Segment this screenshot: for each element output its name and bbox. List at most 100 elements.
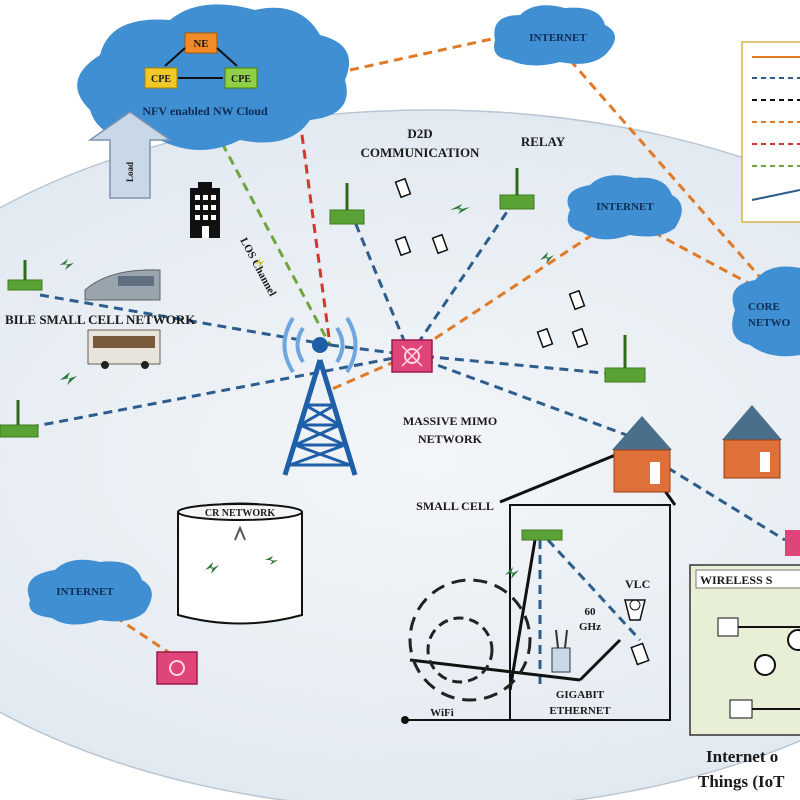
building-icon	[190, 182, 220, 238]
link-left-hub	[14, 353, 411, 432]
wifi-range-inner	[426, 616, 494, 684]
relay-label: RELAY	[521, 134, 566, 149]
phone-icon	[571, 327, 589, 349]
link-smallcell-vlc	[546, 538, 642, 642]
massive-mimo-label: MASSIVE MIMO	[403, 414, 497, 428]
nfv-arrow	[216, 47, 238, 67]
lightning-icon	[60, 372, 77, 385]
link-house-right	[654, 458, 786, 542]
link-d2d-hub	[348, 209, 412, 356]
lightning-icon	[60, 259, 74, 270]
small-cell-tower-icon	[7, 260, 43, 291]
nfv-box-cpe-left	[144, 67, 178, 89]
upload-arrow-label: Load	[125, 162, 135, 182]
wireless-bolts	[60, 204, 554, 579]
sensor-device-icon	[717, 617, 739, 637]
lightning-icon	[205, 562, 219, 574]
cr-antenna-icon	[234, 525, 246, 541]
sensor-gauge-icon	[787, 629, 800, 651]
lightning-icon	[505, 567, 519, 579]
nfv-box-cpe-right	[224, 67, 258, 89]
small-cell-tower-icon	[604, 335, 646, 383]
upload-arrow: Load	[87, 111, 173, 199]
link-relay-hub	[408, 199, 517, 356]
gigabit-label: GIGABIT	[556, 689, 605, 701]
house-icon	[722, 405, 782, 479]
nfv-box-cpe-right-label: CPE	[231, 74, 251, 85]
vlc-label: VLC	[625, 577, 650, 591]
nfv-box-cpe-left-label: CPE	[151, 74, 171, 85]
phone-icon	[630, 642, 650, 666]
massive-mimo-hub-icon	[391, 339, 433, 373]
internet-cloud-top: INTERNET	[494, 5, 615, 66]
vlc-lamp-icon	[624, 599, 646, 621]
iot-label-2: Things (IoT	[698, 772, 785, 791]
core-network-label: CORE	[748, 301, 780, 313]
link-cloud-internet	[349, 33, 511, 72]
sensor-gauge-icon	[754, 654, 776, 676]
gigabit-label-2: ETHERNET	[549, 705, 611, 717]
link-internet-core2	[639, 223, 781, 302]
phone-icon	[394, 235, 412, 257]
link-internet-core	[568, 59, 782, 301]
link-cloud-tower-red	[298, 119, 332, 346]
small-cell-box	[509, 504, 671, 721]
phone-icon	[431, 233, 449, 255]
small-cell-tower-icon	[521, 529, 563, 541]
small-cell-tower-icon	[499, 168, 535, 210]
nfv-box-ne	[184, 32, 218, 54]
ap-icon	[551, 629, 571, 673]
house-icon	[612, 416, 672, 493]
small-cell-tower-icon	[329, 183, 365, 225]
link-ap-gig	[508, 539, 537, 691]
nfv-cloud-label: NFV enabled NW Cloud	[142, 104, 268, 118]
nfv-arrow	[164, 47, 186, 67]
wireless-sensor-panel: WIRELESS S	[689, 564, 800, 736]
internet-top-label: INTERNET	[529, 32, 587, 44]
phone-icon	[394, 177, 412, 199]
internet-cloud-mid: INTERNET	[567, 175, 682, 240]
small-cell-towers	[0, 168, 646, 541]
phone-icon	[568, 289, 586, 311]
internet-mid-label: INTERNET	[596, 201, 654, 213]
internet-cloud-left: INTERNET	[27, 559, 152, 625]
ghz-label: 60	[585, 606, 597, 618]
wireless-sensor-label: WIRELESS S	[700, 573, 773, 587]
mobile-small-cell-label: BILE SMALL CELL NETWORK	[5, 312, 196, 327]
internet-left-label: INTERNET	[56, 586, 114, 598]
wifi-range-outer	[408, 578, 532, 702]
wifi-label: WiFi	[430, 707, 454, 719]
network-area-ellipse	[0, 109, 800, 800]
core-network-cloud: CORE NETWO	[732, 266, 800, 357]
sensor-device-icon	[729, 699, 753, 719]
lightning-icon	[540, 252, 554, 264]
d2d-label: D2D	[407, 126, 432, 141]
box-anchor-dot	[401, 716, 409, 724]
link-gig-vlc	[578, 638, 622, 682]
link-cloud-tower-green	[213, 129, 332, 346]
edge-hub-icon	[785, 530, 800, 556]
bus-icon	[87, 329, 161, 369]
cr-hub-icon	[156, 651, 198, 685]
cr-network-label: CR NETWORK	[205, 508, 276, 519]
ghz-label-2: GHz	[579, 621, 601, 633]
legend	[741, 41, 800, 223]
link-wifi-gig	[409, 658, 581, 682]
d2d-label-2: COMMUNICATION	[361, 145, 481, 160]
lightning-icon	[265, 556, 278, 565]
lightning-icon	[450, 204, 470, 214]
nfv-box-ne-label: NE	[193, 38, 208, 50]
iot-label: Internet o	[706, 747, 778, 766]
link-hub-smallcell	[409, 353, 626, 377]
small-cell-tower-icon	[0, 400, 39, 438]
lightning-icon	[255, 257, 265, 268]
massive-mimo-label-2: NETWORK	[418, 432, 483, 446]
cr-network-area: CR NETWORK	[177, 502, 303, 625]
main-tower-icon	[282, 316, 358, 476]
phone-icon	[536, 327, 554, 349]
link-mobile-tower	[39, 293, 331, 347]
nfv-cloud: NE CPE CPE NFV enabled NW Cloud	[77, 4, 350, 150]
small-cell-label: SMALL CELL	[416, 499, 494, 513]
link-hub-house	[409, 353, 641, 442]
train-icon	[84, 269, 161, 301]
